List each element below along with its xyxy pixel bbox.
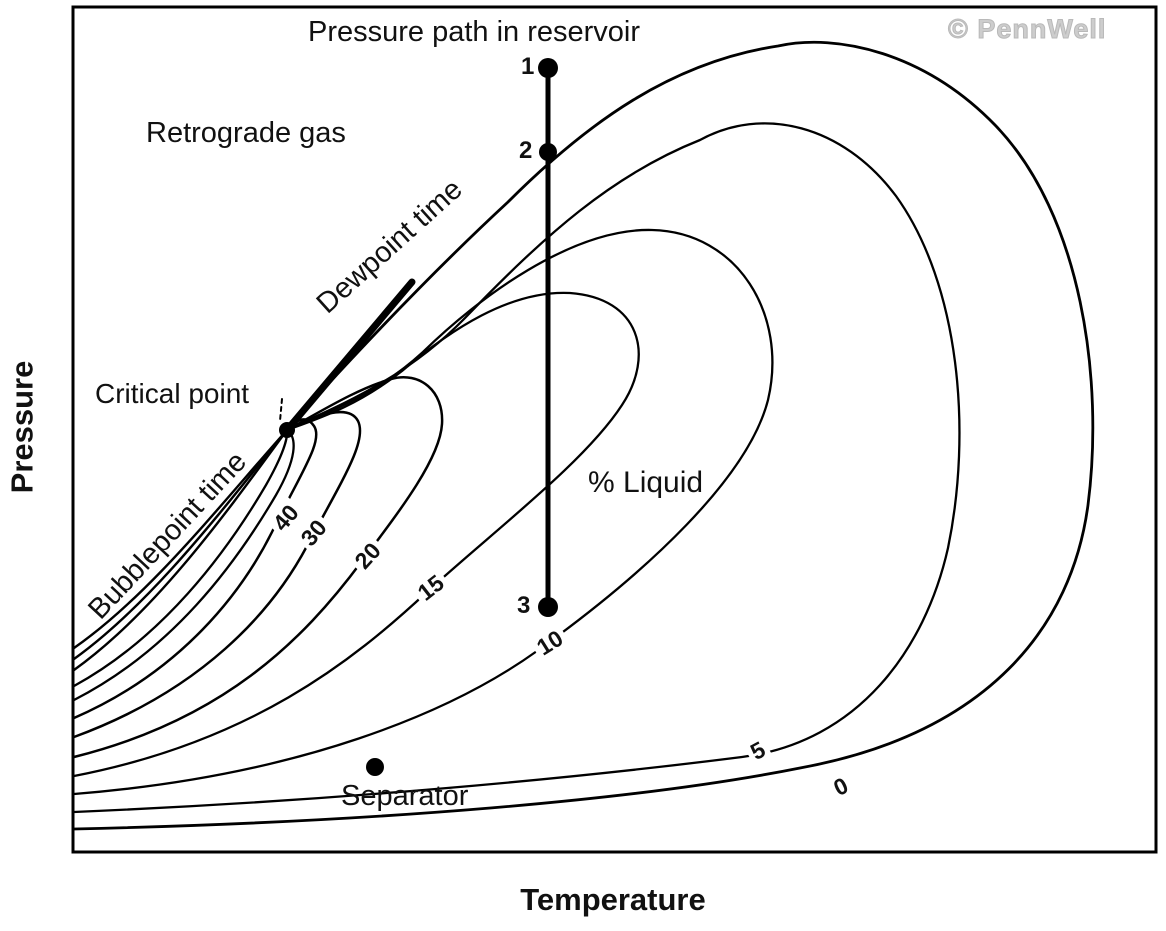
path-point-1-dot	[538, 58, 558, 78]
path-point-3-dot	[538, 597, 558, 617]
critical-point-label: Critical point	[95, 378, 250, 409]
contour-line-inner-2	[72, 428, 289, 688]
bubblepoint-line-3	[72, 428, 289, 672]
temperature-axis-label: Temperature	[520, 882, 706, 917]
critical-point-tick	[279, 398, 283, 422]
annotation-pressure-path: Pressure path in reservoir	[308, 16, 641, 48]
contour-line-5	[72, 122, 961, 814]
percent-liquid-label: % Liquid	[588, 466, 704, 499]
copyright-text: © PennWell	[947, 14, 1107, 44]
contour-line-15	[72, 291, 640, 778]
contour-line-10	[72, 228, 774, 796]
bubblepoint-line-1	[72, 428, 289, 650]
annotation-retrograde-gas: Retrograde gas	[146, 117, 346, 149]
bubblepoint-line-2	[72, 428, 289, 661]
path-point-1-label: 1	[521, 53, 535, 80]
path-point-3-label: 3	[517, 592, 531, 619]
separator-dot	[366, 758, 384, 776]
contour-line-20	[72, 376, 444, 759]
path-point-2-dot	[539, 143, 557, 161]
critical-point-dot	[279, 422, 295, 438]
separator-label: Separator	[341, 780, 469, 812]
contour-line-0-envelope	[72, 40, 1095, 831]
plot-frame	[71, 5, 1158, 854]
path-point-2-label: 2	[519, 137, 533, 164]
contour-line-30	[72, 410, 362, 739]
pressure-axis-label: Pressure	[4, 360, 40, 494]
dewpoint-wedge	[283, 278, 416, 434]
contour-line-inner-1	[72, 428, 295, 702]
